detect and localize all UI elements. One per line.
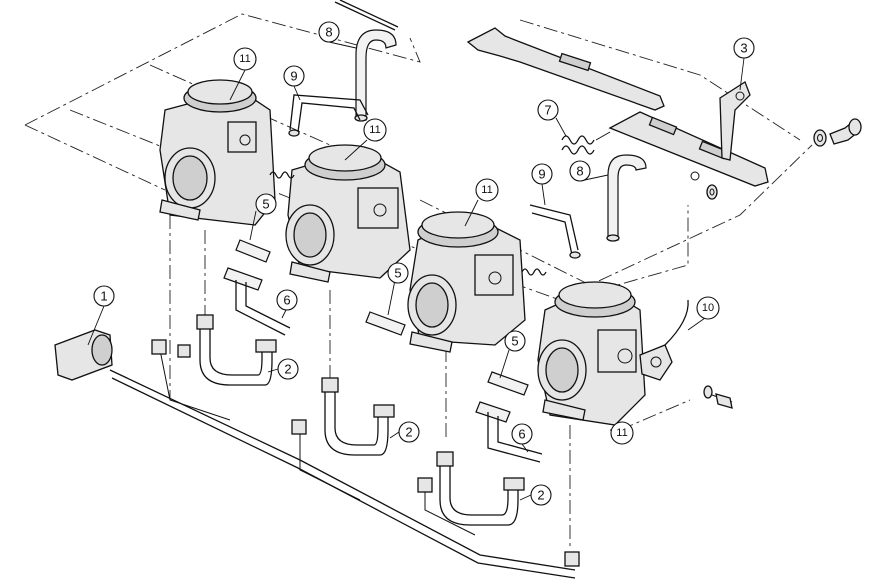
- callout-5b: 5: [387, 262, 409, 284]
- callout-11d-label: 11: [616, 427, 627, 439]
- callout-1: 1: [93, 285, 115, 307]
- u-hose-1: [196, 314, 277, 386]
- callout-8b: 8: [569, 160, 591, 182]
- callout-9b-label: 9: [538, 167, 545, 182]
- callout-1-label: 1: [100, 289, 107, 304]
- callout-2b: 2: [398, 421, 420, 443]
- carburetor-4: [537, 281, 646, 426]
- callout-2c: 2: [530, 484, 552, 506]
- callout-5a-label: 5: [262, 197, 269, 212]
- carburetor-1: [159, 79, 276, 226]
- callout-5c-label: 5: [511, 334, 518, 349]
- leader-lines: [87, 41, 745, 501]
- callout-6b-label: 6: [518, 427, 525, 442]
- callout-8b-label: 8: [576, 164, 583, 179]
- callouts: 1 2 2 2 3 5 5 5 6 6 7 8 8 9 9 10 11 11 1…: [93, 21, 755, 506]
- callout-2a: 2: [277, 358, 299, 380]
- vent-hose-right: [606, 154, 647, 242]
- fuel-pipe-right: [529, 204, 581, 259]
- callout-11b: 11: [363, 118, 387, 142]
- vent-hose-left: [354, 29, 397, 122]
- callout-11a: 11: [233, 47, 257, 71]
- synchronizing-springs: [269, 171, 547, 276]
- callout-11c: 11: [475, 178, 499, 202]
- callout-8a: 8: [318, 21, 340, 43]
- callout-9a: 9: [283, 65, 305, 87]
- callout-5c: 5: [504, 330, 526, 352]
- callout-7-label: 7: [544, 103, 551, 118]
- callout-11c-label: 11: [481, 184, 492, 196]
- joint-pipes: [223, 239, 529, 423]
- callout-3-label: 3: [740, 41, 747, 56]
- fuel-pipe-left: [288, 94, 369, 137]
- callout-10-label: 10: [702, 302, 714, 314]
- callout-11d: 11: [610, 421, 634, 445]
- mounting-bracket: [466, 27, 769, 187]
- callout-5b-label: 5: [394, 266, 401, 281]
- callout-2a-label: 2: [284, 362, 291, 377]
- callout-11a-label: 11: [239, 53, 250, 65]
- callout-5a: 5: [255, 193, 277, 215]
- u-hose-2: [321, 377, 395, 456]
- callout-9b: 9: [531, 163, 553, 185]
- callout-6b: 6: [511, 423, 533, 445]
- callout-6a-label: 6: [283, 293, 290, 308]
- wiring-harness: [54, 329, 580, 579]
- callout-2c-label: 2: [537, 488, 544, 503]
- callout-6a: 6: [276, 289, 298, 311]
- bracket-screw: [706, 118, 862, 200]
- throttle-cable: [334, 0, 399, 31]
- drain-hoses: [235, 280, 543, 463]
- throttle-position-sensor: [639, 299, 733, 409]
- callout-8a-label: 8: [325, 25, 332, 40]
- carburetor-3: [407, 211, 526, 353]
- carburetor-2: [285, 144, 411, 283]
- throttle-spring: [561, 131, 611, 155]
- u-hose-3: [436, 451, 525, 526]
- callout-3: 3: [733, 37, 755, 59]
- callout-7: 7: [537, 99, 559, 121]
- callout-10: 10: [696, 296, 720, 320]
- callout-9a-label: 9: [290, 69, 297, 84]
- callout-2b-label: 2: [405, 425, 412, 440]
- callout-11b-label: 11: [369, 124, 380, 136]
